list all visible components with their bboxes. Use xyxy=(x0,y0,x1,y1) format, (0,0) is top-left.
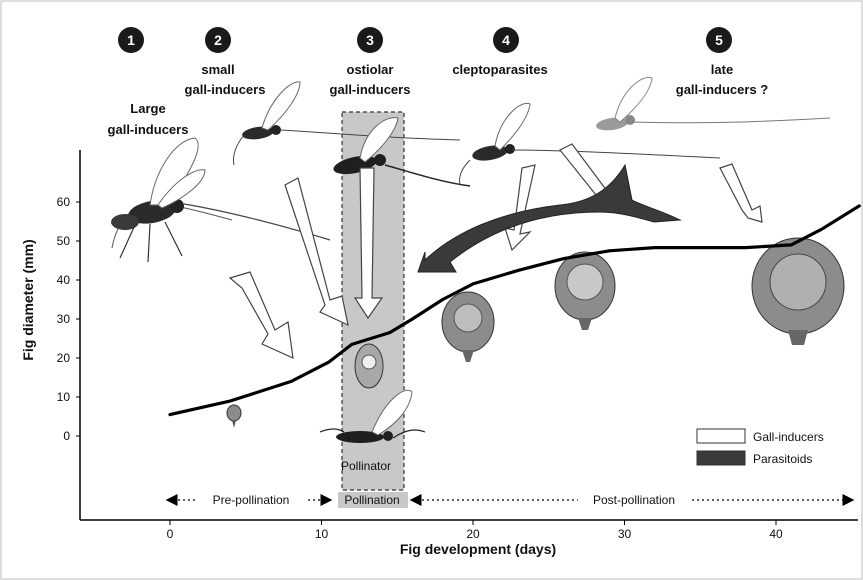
group-3-label-line-2: gall-inducers xyxy=(330,82,411,97)
fig-stage-small xyxy=(442,292,494,362)
y-tick-label: 20 xyxy=(57,351,71,365)
fig-stage-tiny xyxy=(227,405,241,428)
group-3-number: 3 xyxy=(366,32,374,48)
group-2-label-line-2: gall-inducers xyxy=(185,82,266,97)
x-tick-label: 40 xyxy=(769,527,783,541)
legend-swatch-gall-inducers xyxy=(697,429,745,443)
y-axis-title: Fig diameter (mm) xyxy=(20,239,36,360)
phase-post-label: Post-pollination xyxy=(593,493,675,507)
x-tick-label: 20 xyxy=(466,527,480,541)
y-tick-label: 40 xyxy=(57,273,71,287)
phase-pre-label: Pre-pollination xyxy=(213,493,290,507)
arrow-2-to-curve xyxy=(285,178,348,325)
legend: Gall-inducers Parasitoids xyxy=(697,429,824,466)
phase-pollination-label: Pollination xyxy=(344,493,399,507)
group-3-label-line-1: ostiolar xyxy=(347,62,394,77)
x-axis-ticks: 0 10 20 30 40 xyxy=(167,520,783,541)
x-tick-label: 10 xyxy=(315,527,329,541)
gall-inducer-arrows xyxy=(230,144,762,358)
x-tick-label: 0 xyxy=(167,527,174,541)
arrow-5-to-curve xyxy=(720,164,762,222)
group-2-label-line-1: small xyxy=(201,62,234,77)
legend-label-gall-inducers: Gall-inducers xyxy=(753,430,824,444)
y-axis-ticks: 0 10 20 30 40 50 60 xyxy=(57,195,80,443)
fig-stage-large xyxy=(752,238,844,345)
pollinator-label: Pollinator xyxy=(341,459,391,473)
parasitoid-arrow xyxy=(418,165,680,272)
legend-label-parasitoids: Parasitoids xyxy=(753,452,812,466)
group-1: 1 Large gall-inducers xyxy=(108,27,189,137)
fig-stage-pollination xyxy=(355,344,383,388)
arrow-1-to-curve xyxy=(230,272,293,358)
x-axis-title: Fig development (days) xyxy=(400,541,556,557)
y-tick-label: 10 xyxy=(57,390,71,404)
y-tick-label: 30 xyxy=(57,312,71,326)
group-4-number: 4 xyxy=(502,32,510,48)
group-3: 3 ostiolar gall-inducers xyxy=(330,27,411,97)
x-tick-label: 30 xyxy=(618,527,632,541)
group-2-number: 2 xyxy=(214,32,222,48)
group-1-label-line-1: Large xyxy=(130,101,165,116)
fig-stage-medium xyxy=(555,252,615,330)
group-5-label-line-2: gall-inducers ? xyxy=(676,82,769,97)
y-tick-label: 0 xyxy=(63,429,70,443)
group-5-number: 5 xyxy=(715,32,723,48)
group-1-number: 1 xyxy=(127,32,135,48)
group-2: 2 small gall-inducers xyxy=(185,27,266,97)
y-tick-label: 60 xyxy=(57,195,71,209)
group-1-label-line-2: gall-inducers xyxy=(108,122,189,137)
arrow-4-to-curve xyxy=(505,165,535,250)
group-5: 5 late gall-inducers ? xyxy=(676,27,769,97)
group-5-label-line-1: late xyxy=(711,62,733,77)
phase-timeline: Pre-pollination Pollination Post-pollina… xyxy=(168,492,852,508)
y-tick-label: 50 xyxy=(57,234,71,248)
group-4-label-line-1: cleptoparasites xyxy=(452,62,547,77)
legend-swatch-parasitoids xyxy=(697,451,745,465)
group-4: 4 cleptoparasites xyxy=(452,27,547,77)
